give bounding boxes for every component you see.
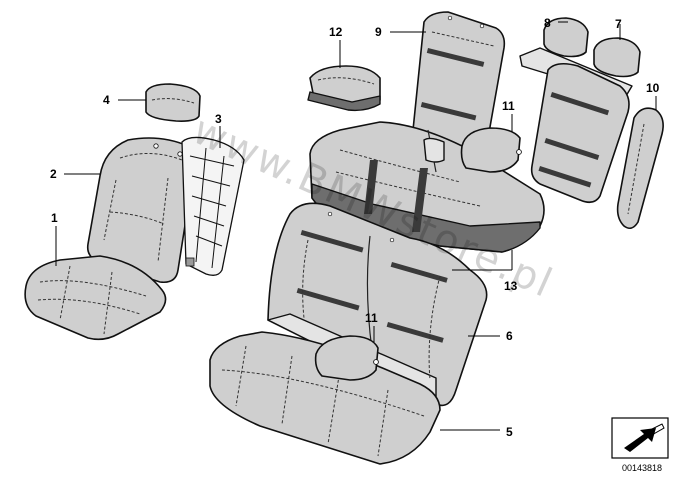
front-headrest[interactable] (145, 83, 201, 122)
callout-numbers: 1 2 3 4 5 6 7 8 9 10 11 11 12 13 (50, 16, 660, 439)
front-seat-cushion[interactable] (24, 255, 167, 341)
document-number: 00143818 (622, 463, 662, 473)
armrest-upper[interactable] (460, 127, 522, 173)
callout-9: 9 (375, 25, 382, 39)
front-backrest-frame[interactable] (181, 136, 245, 276)
armrest-lower[interactable] (314, 335, 379, 381)
leader-lines (55, 21, 657, 431)
rear-headrest-right[interactable] (593, 37, 641, 78)
callout-11-lower: 11 (365, 311, 378, 325)
view-direction-box (611, 417, 669, 459)
callout-4: 4 (103, 93, 110, 107)
callout-5: 5 (506, 425, 513, 439)
callout-6: 6 (506, 329, 513, 343)
callout-3: 3 (215, 112, 222, 126)
rear-headrest-left[interactable] (543, 17, 589, 58)
side-bolster-panel[interactable] (616, 107, 664, 230)
callout-2: 2 (50, 167, 57, 181)
callout-8: 8 (544, 16, 551, 30)
rear-seat-cushion-lower[interactable] (209, 331, 441, 465)
callout-13: 13 (504, 279, 518, 293)
callout-7: 7 (615, 17, 622, 31)
ski-bag-box[interactable] (307, 65, 381, 112)
callout-12: 12 (329, 25, 343, 39)
rear-seat-cushion-upper[interactable] (309, 121, 545, 253)
callout-1: 1 (51, 211, 58, 225)
callout-11-upper: 11 (502, 99, 515, 113)
view-direction-arrow-icon (624, 423, 665, 452)
rear-backrest-right-upper[interactable] (519, 47, 633, 204)
callout-10: 10 (646, 81, 660, 95)
